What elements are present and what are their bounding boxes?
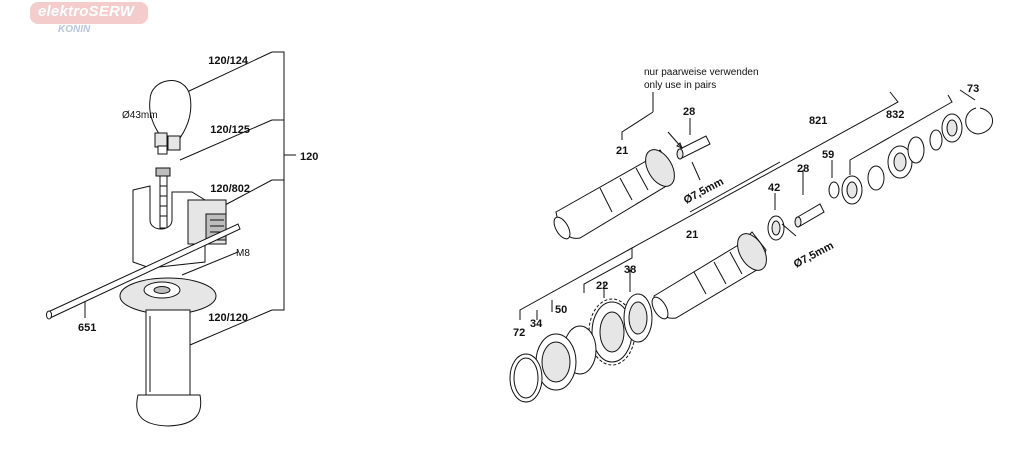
logo-city: KONIN: [58, 24, 91, 35]
logo-badge: [30, 2, 148, 24]
left-assembly: 120/124 Ø43mm 120/125 120 120/802 M8 651…: [46, 51, 318, 427]
striker-pin-lower-part: [781, 203, 825, 237]
label-22: 22: [596, 280, 608, 292]
leader-group-lower: [583, 248, 633, 293]
label-42: 42: [768, 182, 780, 194]
label-120-125: 120/125: [210, 124, 250, 136]
leader-21-top: [621, 111, 654, 140]
tool-holder-upper-part: [553, 149, 675, 240]
leader-120-802: [224, 179, 273, 206]
bracket-120: [272, 51, 296, 311]
note-english: only use in pairs: [644, 80, 716, 91]
seal-rings-832-part: [841, 113, 963, 205]
label-120: 120: [300, 151, 318, 163]
logo-brand: elektroSERW: [38, 3, 135, 20]
label-72: 72: [513, 327, 525, 339]
label-34: 34: [530, 318, 543, 330]
leader-120-124: [186, 51, 273, 93]
label-120-802: 120/802: [210, 183, 250, 195]
label-21-lower: 21: [686, 229, 698, 241]
leader-832: [849, 94, 953, 175]
note-german: nur paarweise verwenden: [644, 67, 759, 78]
label-21-top: 21: [616, 145, 628, 157]
label-m8: M8: [236, 248, 250, 259]
clamp-screw-part: [155, 167, 171, 229]
label-73: 73: [967, 83, 979, 95]
leader-120-125: [179, 119, 273, 161]
label-120-124: 120/124: [208, 55, 249, 67]
label-diam-43: Ø43mm: [122, 110, 158, 121]
label-diam-7-5-lower: Ø7,5mm: [792, 240, 836, 271]
washer-59-part: [828, 181, 840, 199]
label-50: 50: [555, 304, 567, 316]
leader-m8: [181, 251, 239, 276]
circlip-73-part: [965, 107, 993, 135]
label-120-120: 120/120: [208, 312, 248, 324]
label-28-top: 28: [683, 106, 695, 118]
label-821: 821: [809, 115, 827, 127]
leader-21-lower: [689, 161, 781, 213]
label-832: 832: [886, 109, 904, 121]
clamp-band-part: [149, 80, 192, 155]
striker-pin-upper-part: [667, 131, 711, 181]
label-28-lower: 28: [797, 163, 809, 175]
tool-holder-lower-part: [651, 231, 767, 320]
label-651: 651: [78, 322, 96, 334]
label-diam-7-5-top: Ø7,5mm: [682, 176, 726, 207]
label-59: 59: [822, 149, 834, 161]
grip-handle-part: [119, 277, 217, 427]
leader-120-120: [189, 309, 273, 346]
depth-rod-part: [46, 223, 241, 320]
leader-73: [959, 89, 976, 101]
label-38: 38: [624, 264, 636, 276]
right-assembly: nur paarweise verwenden only use in pair…: [509, 67, 993, 403]
